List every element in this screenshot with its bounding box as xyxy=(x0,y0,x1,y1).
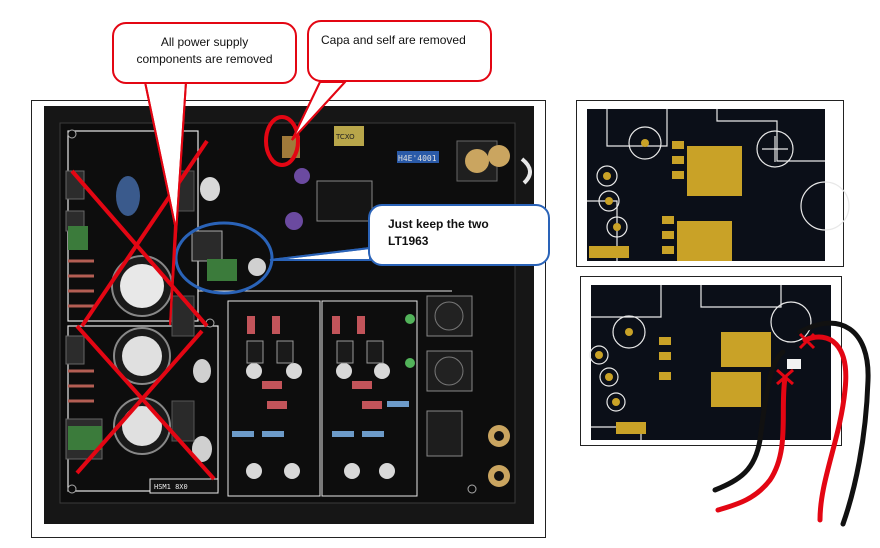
pcb-closeup-top-frame xyxy=(576,100,850,267)
callout-keep-lt1963: Just keep the two LT1963 xyxy=(368,204,550,266)
board-photo-frame: H4E'4001 TCXO xyxy=(31,100,546,538)
callout-capa-removed-text: Capa and self are removed xyxy=(321,33,466,47)
callout-power-removed-text: All power supply components are removed xyxy=(136,35,273,66)
callout-keep-lt1963-text: Just keep the two LT1963 xyxy=(388,217,489,248)
callout-power-removed: All power supply components are removed xyxy=(112,22,297,84)
chip-marking: H4E'4001 xyxy=(398,154,437,163)
callout-capa-removed: Capa and self are removed xyxy=(307,20,492,82)
pcb-label: HSM1 8X0 xyxy=(154,483,188,491)
board-photo: H4E'4001 TCXO xyxy=(44,106,534,524)
pcb-closeup-top xyxy=(587,109,850,261)
crystal-marking: TCXO xyxy=(335,133,355,141)
pcb-closeup-bottom xyxy=(589,285,831,440)
pcb-closeup-bottom-frame xyxy=(580,276,842,446)
